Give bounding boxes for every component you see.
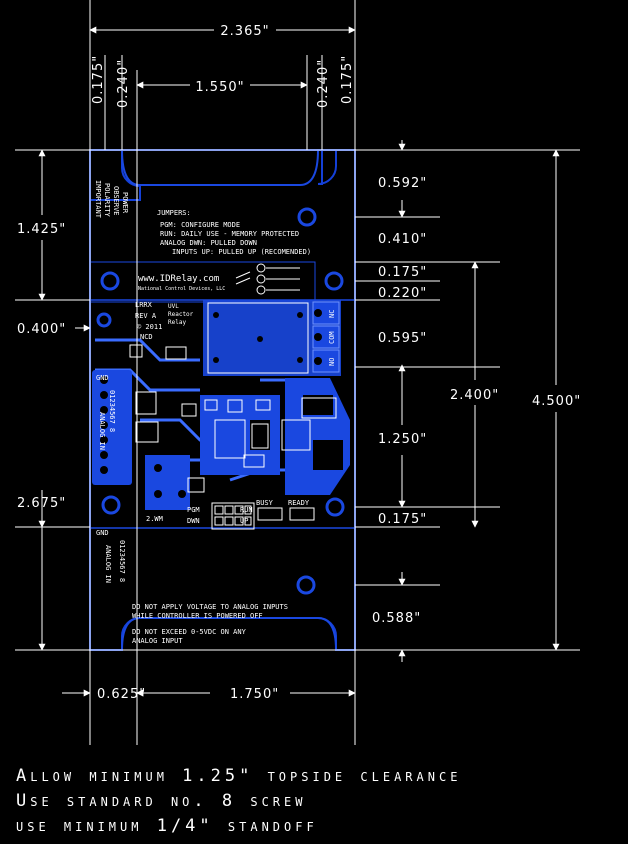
analog-bottom-numbers: 01234567 8: [118, 540, 126, 582]
relay-label-no: NO: [328, 358, 336, 366]
pgm-label: PGM: [187, 506, 200, 514]
relay-block: NC COM NO: [203, 300, 341, 376]
note-standoff: use minimum 1/4" standoff: [16, 816, 318, 836]
dim-bottom-left: 0.625": [97, 687, 146, 702]
note-screw: Use standard no. 8 screw: [16, 791, 307, 811]
board-rev: REV A: [135, 312, 157, 320]
relay-label-nc: NC: [328, 310, 336, 318]
run-label: RUN: [240, 506, 253, 514]
board-part: LRRX: [135, 301, 153, 309]
dim-r-175b: 0.175": [378, 512, 427, 527]
relay-label-com: COM: [328, 331, 336, 344]
dim-r-1250: 1.250": [378, 432, 427, 447]
board-ncd: NCD: [140, 333, 153, 341]
analog-bottom-label: ANALOG IN: [104, 545, 112, 583]
dim-overall-width: 2.365": [220, 24, 269, 39]
dim-bottom-span: 1.750": [230, 687, 279, 702]
led-busy-label: BUSY: [256, 499, 274, 507]
dimension-lines: [15, 0, 580, 745]
dim-r-595: 0.595": [378, 331, 427, 346]
dim-r-592: 0.592": [378, 176, 427, 191]
dim-span-2400: 2.400": [450, 388, 499, 403]
polarity-line-2: POLARITY: [103, 183, 111, 218]
power-label: POWER: [121, 192, 129, 214]
board-url: www.IDRelay.com: [138, 274, 219, 284]
jumper-line-2: RUN: DAILY USE - MEMORY PROTECTED: [160, 230, 299, 238]
mounting-hole-top: [297, 207, 317, 227]
dim-mid-left: 0.400": [17, 322, 66, 337]
board-company: National Control Devices, LLC: [138, 286, 225, 292]
dim-right-edge-a: 0.175": [340, 55, 355, 104]
polarity-line-1: IMPORTANT: [94, 180, 102, 219]
warning-line-1: DO NOT APPLY VOLTAGE TO ANALOG INPUTS: [132, 603, 288, 611]
dim-r-175a: 0.175": [378, 265, 427, 280]
dim-hole-span: 1.550": [195, 80, 244, 95]
silkscreen: JUMPERS: PGM: CONFIGURE MODE RUN: DAILY …: [94, 180, 311, 645]
dim-r-588: 0.588": [372, 611, 421, 626]
mounting-hole-lower-left: [101, 495, 121, 515]
warning-line-3: DO NOT EXCEED 0-5VDC ON ANY: [132, 628, 247, 636]
mounting-hole-mid-left: [96, 312, 112, 328]
dim-top-section: 1.425": [17, 222, 66, 237]
analog-left-numbers: 01234567 8: [108, 390, 116, 432]
up-label: UP: [240, 517, 248, 525]
pcb-board: NC COM NO: [89, 149, 356, 651]
jumper-line-4: INPUTS UP: PULLED UP (RECOMENDED): [172, 248, 311, 256]
mounting-notes: Allow minimum 1.25" topside clearance Us…: [16, 764, 461, 839]
product-line-1: UVL: [168, 303, 179, 310]
led-ready-label: READY: [288, 499, 310, 507]
note-clearance: Allow minimum 1.25" topside clearance: [16, 766, 462, 786]
mounting-hole-upper-left: [100, 271, 120, 291]
jumpers-title: JUMPERS:: [157, 209, 191, 217]
polarity-line-3: OBSERVE: [112, 186, 120, 216]
dim-r-220: 0.220": [378, 286, 427, 301]
analog-left-label: ANALOG IN: [98, 412, 106, 450]
mounting-hole-lower-right: [325, 497, 345, 517]
dwn-label: DWN: [187, 517, 200, 525]
warning-line-2: WHILE CONTROLLER IS POWERED OFF: [132, 612, 263, 620]
dim-r-410: 0.410": [378, 232, 427, 247]
jumper-line-3: ANALOG DWN: PULLED DOWN: [160, 239, 257, 247]
board-year: © 2011: [137, 323, 162, 331]
dim-left-edge-b: 0.240": [116, 59, 131, 108]
dim-left-edge-a: 0.175": [91, 55, 106, 104]
gnd-left: GND: [96, 374, 109, 382]
product-line-2: Reactor: [168, 311, 194, 318]
size-mark: 2.WM: [146, 515, 163, 523]
dim-lower-left: 2.675": [17, 496, 66, 511]
warning-line-4: ANALOG INPUT: [132, 637, 183, 645]
dim-overall-height: 4.500": [532, 394, 581, 409]
dim-right-edge-b: 0.240": [316, 59, 331, 108]
jumper-line-1: PGM: CONFIGURE MODE: [160, 221, 240, 229]
dimension-labels: 2.365" 0.175" 0.240" 1.550" 0.240" 0.175…: [17, 24, 581, 702]
jumper-header: [211, 502, 255, 530]
gnd-bottom: GND: [96, 529, 109, 537]
mounting-hole-upper-right: [324, 271, 344, 291]
product-line-3: Relay: [168, 319, 186, 326]
mounting-hole-bottom: [296, 575, 316, 595]
